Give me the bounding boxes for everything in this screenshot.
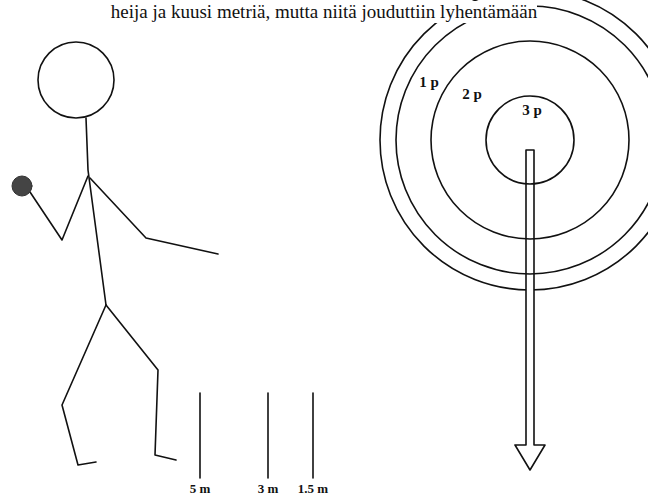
target-outer-ring	[380, 0, 648, 290]
stick-figure	[30, 42, 218, 465]
ring-outline	[395, 5, 648, 275]
distance-label: 3 m	[258, 481, 279, 497]
ring-outline	[430, 40, 630, 240]
ball	[12, 176, 32, 196]
score-label: 3 p	[520, 102, 544, 119]
heading-text: heija ja kuusi metriä, mutta niitä joudu…	[111, 1, 537, 23]
score-label: 2 p	[460, 86, 484, 103]
distance-label: 1.5 m	[298, 481, 328, 497]
target-ring: 2 p 3 p	[430, 40, 630, 240]
distance-marks	[200, 393, 313, 478]
target-ring: 3 p	[485, 95, 575, 185]
throw-direction-arrow	[515, 150, 545, 470]
score-label: 1 p	[417, 74, 441, 91]
distance-label: 5 m	[190, 481, 211, 497]
target-ring: 1 p 2 p 3 p	[395, 5, 648, 275]
